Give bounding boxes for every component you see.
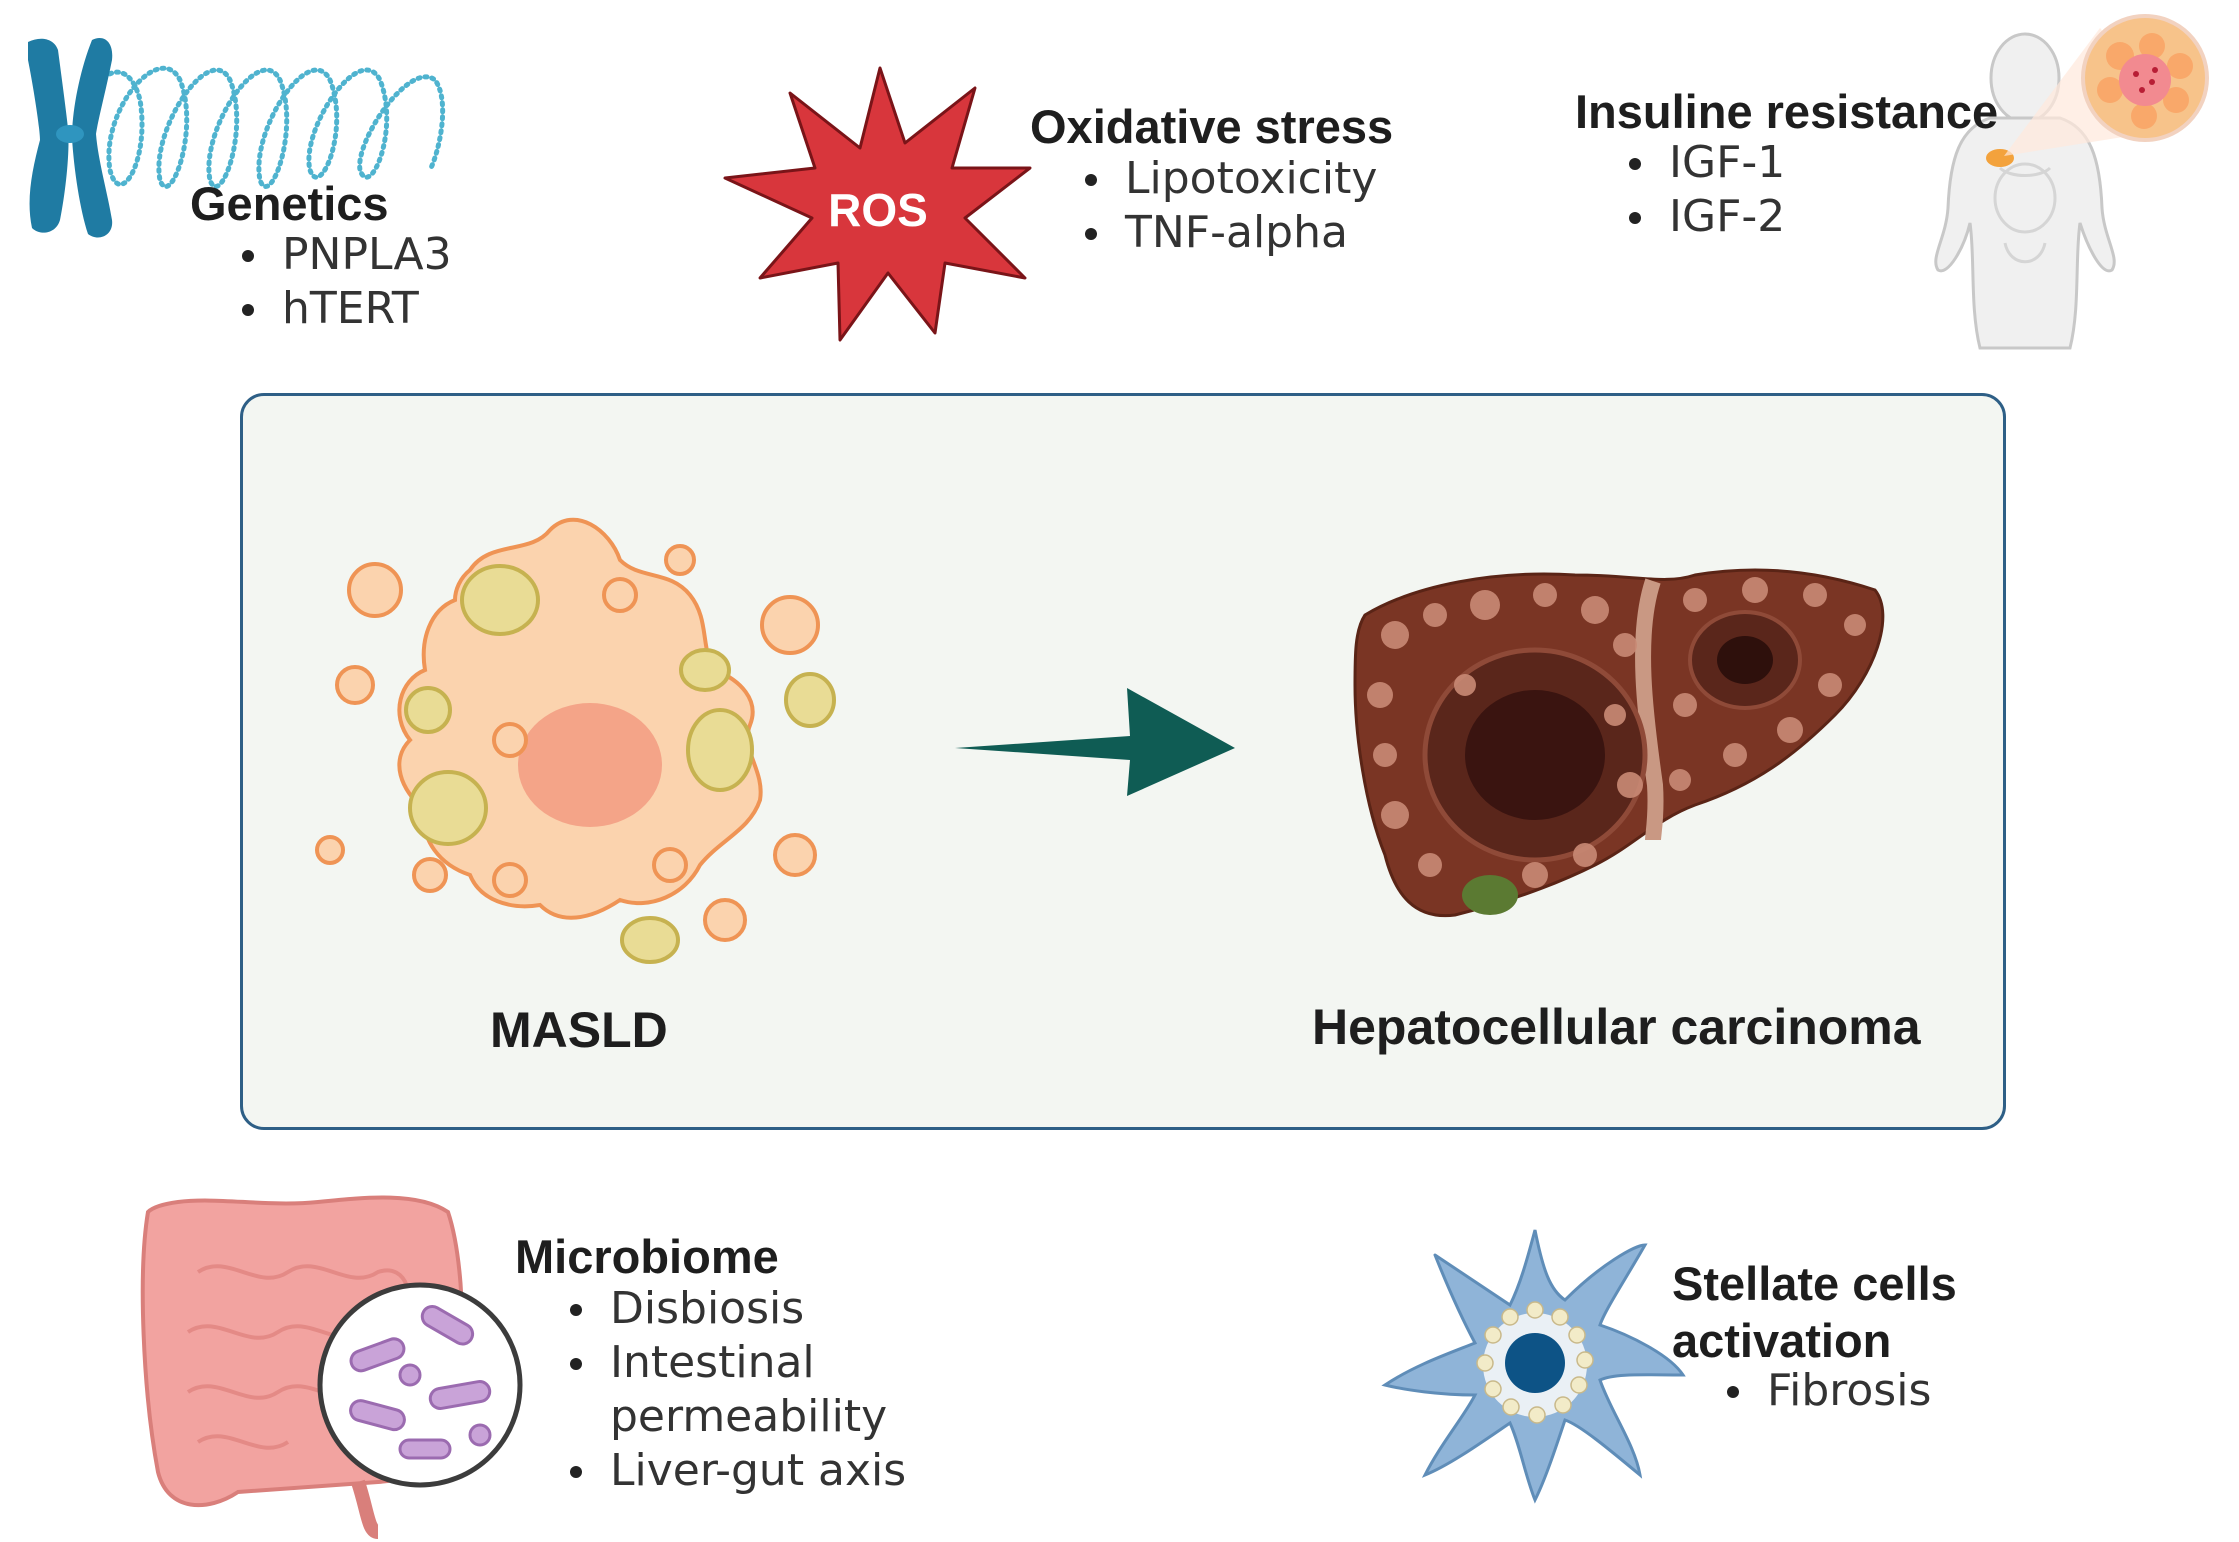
list-item: Liver-gut axis	[558, 1444, 906, 1498]
oxidative-title: Oxidative stress	[1030, 100, 1394, 153]
list-item: Intestinal	[558, 1336, 906, 1390]
list-item: hTERT	[230, 282, 452, 336]
list-item: Lipotoxicity	[1073, 152, 1377, 206]
genetics-list: PNPLA3 hTERT	[230, 228, 452, 336]
list-item: Fibrosis	[1715, 1364, 1931, 1418]
ros-star-icon: ROS	[723, 66, 1032, 342]
bacteria-magnifier-icon	[317, 1282, 523, 1488]
stellate-cell-icon	[1381, 1229, 1686, 1504]
masld-label: MASLD	[490, 1002, 668, 1058]
list-item: Disbiosis	[558, 1282, 906, 1336]
oxidative-list: Lipotoxicity TNF-alpha	[1073, 152, 1377, 260]
liver-icon	[1353, 568, 1885, 918]
genetics-title: Genetics	[190, 177, 389, 230]
chromosome-icon	[28, 38, 446, 238]
insulin-title: Insuline resistance	[1575, 85, 1999, 138]
arrow-right-icon	[955, 688, 1235, 796]
list-item: PNPLA3	[230, 228, 452, 282]
insulin-list: IGF-1 IGF-2	[1617, 136, 1785, 244]
human-body-icon	[1934, 14, 2209, 350]
microbiome-list: Disbiosis Intestinal permeability Liver-…	[558, 1282, 906, 1498]
microbiome-title: Microbiome	[515, 1230, 779, 1283]
hepatocyte-icon	[315, 517, 836, 964]
stellate-title-line1: Stellate cells	[1672, 1257, 1957, 1310]
hcc-label: Hepatocellular carcinoma	[1312, 999, 1921, 1055]
stellate-title-line2: activation	[1672, 1314, 1892, 1367]
stellate-list: Fibrosis	[1715, 1364, 1931, 1418]
list-item: IGF-1	[1617, 136, 1785, 190]
list-item: TNF-alpha	[1073, 206, 1377, 260]
list-item: permeability	[610, 1391, 888, 1442]
list-item: IGF-2	[1617, 190, 1785, 244]
ros-label: ROS	[828, 184, 928, 236]
